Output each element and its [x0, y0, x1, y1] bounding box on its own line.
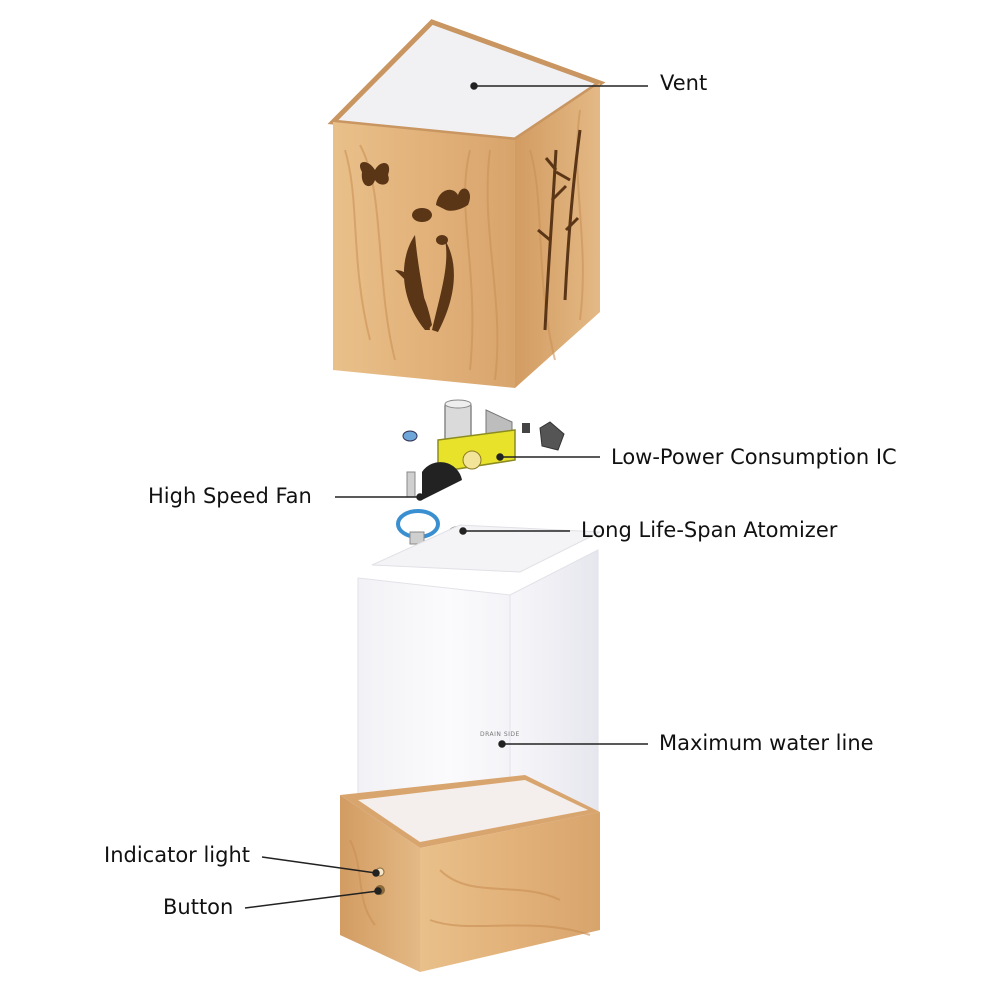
atomizer-label: Long Life-Span Atomizer: [581, 518, 838, 542]
base-wood-grain: [349, 839, 591, 936]
base-front-face: [420, 812, 600, 972]
ic-chip-board: [437, 429, 516, 473]
cover-front-face: [333, 122, 515, 388]
bamboo-cutout-icon: [537, 129, 582, 331]
vent-label: Vent: [660, 71, 708, 95]
indicator-light-label: Indicator light: [104, 843, 251, 867]
fan-icon: [422, 462, 462, 500]
top-cover: [327, 19, 606, 388]
butterfly-icon: [359, 161, 471, 211]
leader-lines: [244, 82, 648, 909]
high-speed-fan-label: High Speed Fan: [148, 484, 312, 508]
inner-components: [396, 399, 565, 545]
connector-part: [539, 421, 565, 451]
low-power-ic-label: Low-Power Consumption IC: [611, 445, 897, 469]
max-water-line-label: Maximum water line: [659, 731, 874, 755]
flower-cutout-icon: [395, 208, 454, 332]
wooden-base: [340, 775, 600, 972]
small-ring: [402, 430, 418, 442]
tank-top: [371, 524, 602, 573]
tank-marking: DRAIN SIDE: [480, 731, 520, 738]
cover-side-face: [515, 83, 600, 388]
button-label: Button: [163, 895, 234, 919]
ic-component: [462, 450, 482, 470]
base-left-face: [340, 795, 420, 972]
